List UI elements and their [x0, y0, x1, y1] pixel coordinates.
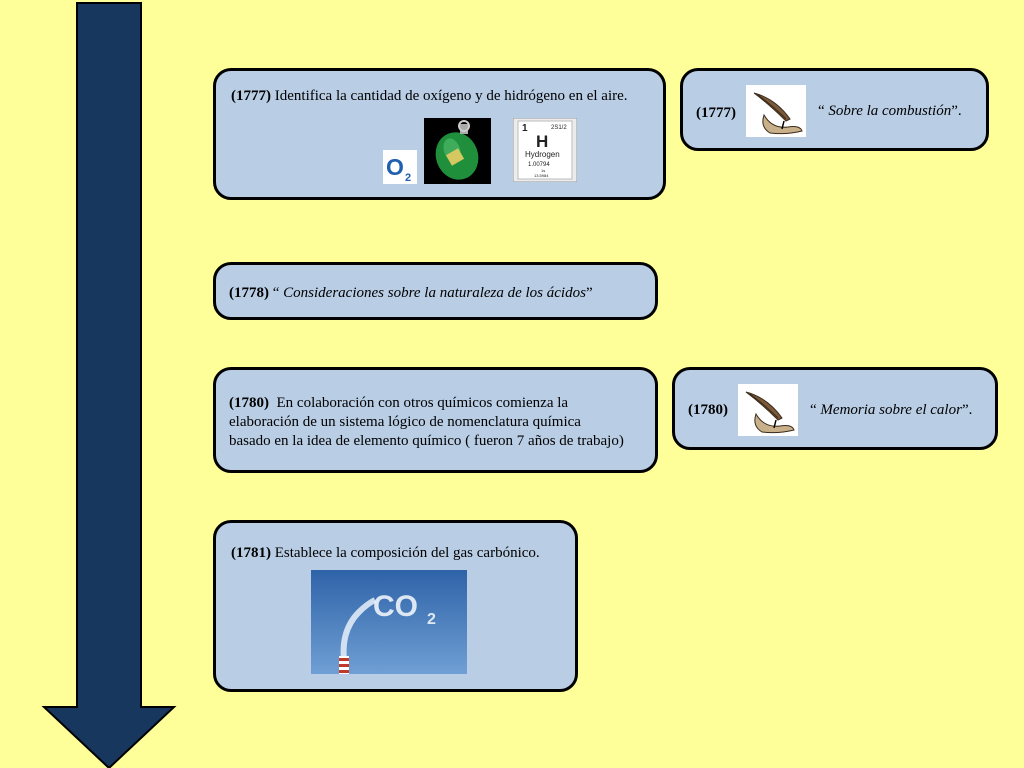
svg-text:H: H [536, 132, 548, 151]
event-year: (1777) [231, 88, 271, 104]
quill-pen-icon [746, 85, 806, 137]
event-box-1780-nomenclature: (1780) En colaboración con otros químico… [213, 367, 658, 473]
svg-text:1.00794: 1.00794 [528, 162, 550, 168]
svg-text:2: 2 [405, 172, 411, 184]
event-text-1778: (1778) “ Consideraciones sobre la natura… [229, 285, 593, 301]
event-title-1780-heat: “ Memoria sobre el calor”. [810, 402, 973, 418]
event-year-1777-combustion: (1777) [696, 105, 736, 121]
event-year-1780-heat: (1780) [688, 402, 728, 418]
svg-text:O: O [386, 154, 404, 180]
event-box-1780-heat: (1780) “ Memoria sobre el calor”. [672, 367, 998, 450]
svg-text:CO: CO [373, 590, 418, 623]
svg-text:2S1/2: 2S1/2 [551, 125, 567, 131]
svg-text:13.5984: 13.5984 [534, 173, 549, 178]
svg-text:Hydrogen: Hydrogen [525, 150, 560, 159]
svg-text:2: 2 [427, 611, 436, 628]
co2-smokestack-image: CO 2 [311, 570, 467, 674]
quill-pen-icon [738, 384, 798, 436]
event-text-1780-nomenclature: (1780) En colaboración con otros químico… [229, 395, 624, 449]
event-box-1777-air: (1777) Identifica la cantidad de oxígeno… [213, 68, 666, 200]
svg-text:1: 1 [522, 123, 528, 134]
svg-text:1s: 1s [541, 168, 545, 173]
oxygen-tank-icon [424, 118, 491, 184]
hydrogen-element-icon: 1 2S1/2 H Hydrogen 1.00794 1s 13.5984 [513, 118, 577, 182]
event-text-1777-air: (1777) Identifica la cantidad de oxígeno… [231, 87, 661, 106]
timeline-arrow [41, 2, 177, 768]
oxygen-logo-icon: O 2 [383, 150, 417, 184]
event-description: Identifica la cantidad de oxígeno y de h… [274, 88, 628, 104]
event-box-1778: (1778) “ Consideraciones sobre la natura… [213, 262, 658, 320]
event-text-1781: (1781) Establece la composición del gas … [231, 545, 540, 561]
event-title-1777-combustion: “ Sobre la combustión”. [818, 103, 962, 119]
event-box-1777-combustion: (1777) “ Sobre la combustión”. [680, 68, 989, 151]
event-box-1781: (1781) Establece la composición del gas … [213, 520, 578, 692]
